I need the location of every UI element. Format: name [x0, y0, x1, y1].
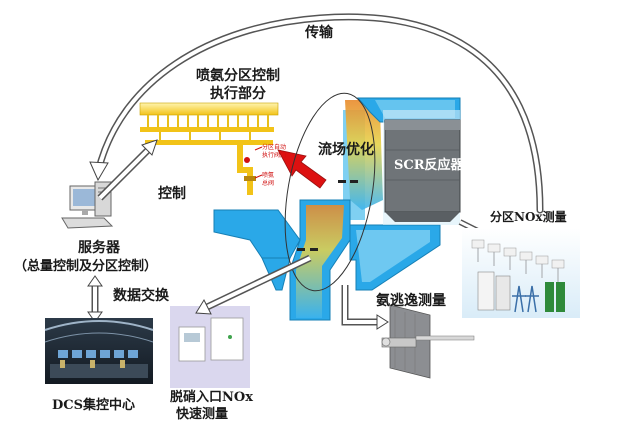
ammonia-injection-grid [139, 102, 279, 195]
server-label: 服务器 [78, 240, 120, 256]
control-label: 控制 [158, 186, 186, 202]
scr-reactor-label: SCR反应器 [394, 158, 464, 173]
ammonia-slip-label: 氨逃逸测量 [376, 293, 446, 309]
dcs-control-room-photo [44, 318, 154, 384]
flow-optimization-label: 流场优化 [318, 142, 374, 158]
zone-nox-measure-label: 分区NOx测量 [490, 210, 567, 224]
ammonia-slip-arrow [341, 285, 380, 326]
data-exchange-label: 数据交换 [113, 288, 169, 304]
spray-ammonia-label-line1: 喷氨 [262, 172, 275, 179]
spray-ammonia-label-line2: 总阀 [262, 180, 275, 187]
zone-valve-label-line2: 执行阀门 [262, 152, 287, 159]
ammonia-zone-exec-title-line2: 执行部分 [210, 86, 266, 102]
zone-nox-measurement-photo [462, 228, 580, 318]
inlet-nox-label-line2: 快速测量 [176, 407, 229, 422]
ammonia-zone-exec-title-line1: 喷氨分区控制 [196, 68, 280, 84]
zone-valve-label-line1: 分区自动 [262, 144, 287, 151]
inlet-nox-analyzer-panel [170, 306, 250, 388]
ammonia-slip-analyzer [381, 304, 475, 379]
flow-optimization-oval [284, 92, 376, 292]
server-sub-label: （总量控制及分区控制） [14, 259, 158, 274]
inlet-nox-label-line1: 脱硝入口NOx [170, 390, 253, 405]
red-arrow [277, 149, 327, 189]
transmission-label: 传输 [305, 25, 333, 41]
dcs-center-label: DCS集控中心 [52, 398, 136, 413]
scr-reactor-body [384, 119, 461, 222]
